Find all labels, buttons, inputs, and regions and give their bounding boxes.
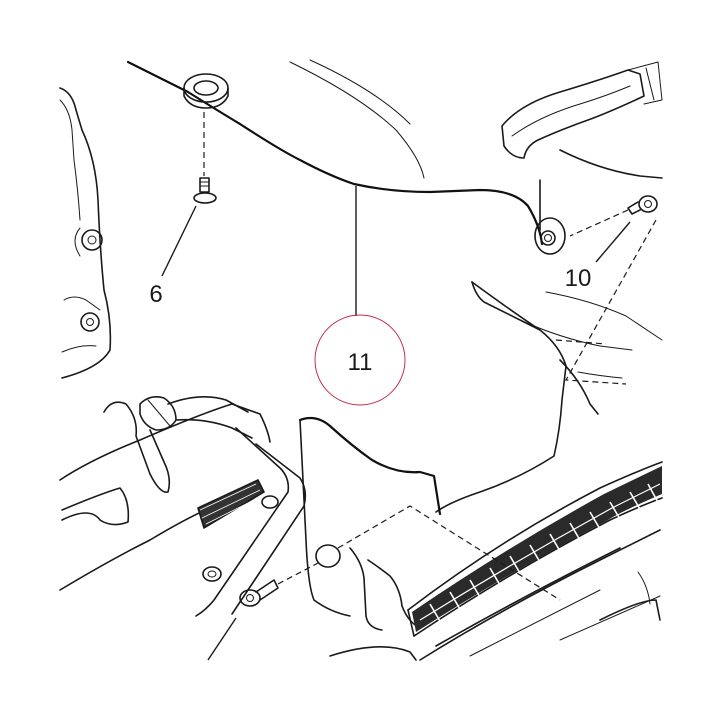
part-10-screw [555, 195, 658, 385]
callout-11: 11 [348, 349, 373, 376]
radiator-grille [329, 461, 663, 661]
callout-6: 6 [149, 281, 162, 308]
highlight-circle [314, 314, 406, 406]
part-6-screw-and-grommet [161, 73, 229, 277]
fairing-panel-11 [126, 59, 663, 631]
lower-screw [207, 505, 561, 661]
frame-and-hose [59, 396, 307, 617]
left-bracket [59, 87, 112, 379]
callout-10: 10 [565, 265, 592, 292]
